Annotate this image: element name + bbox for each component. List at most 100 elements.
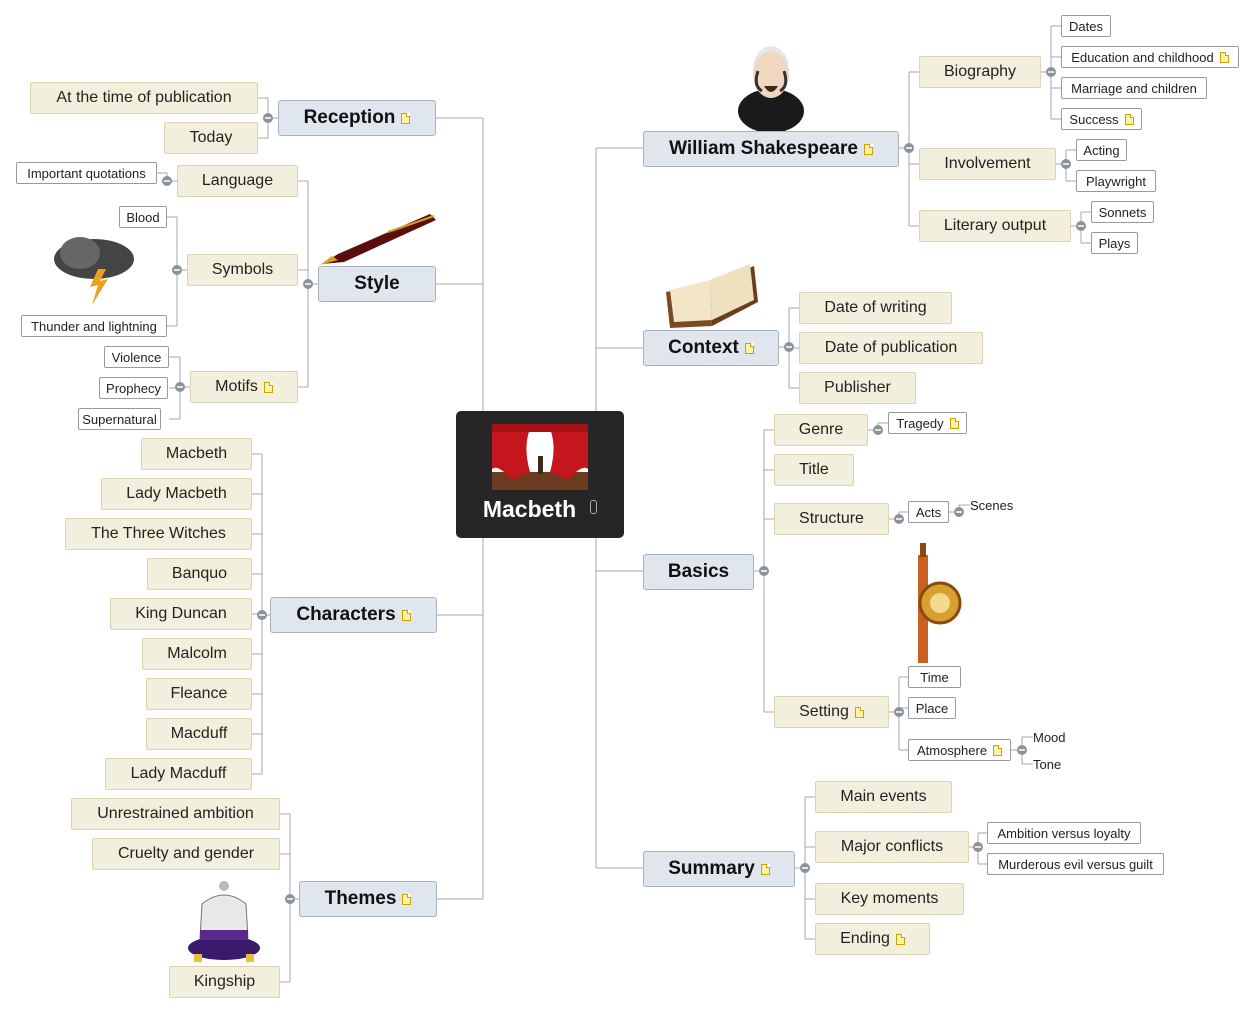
topic-blood[interactable]: Blood xyxy=(119,206,167,228)
topic-character[interactable]: Lady Macduff xyxy=(105,758,252,790)
topic-thunder-and-lightning[interactable]: Thunder and lightning xyxy=(21,315,167,337)
topic-time[interactable]: Time xyxy=(908,666,961,688)
collapse-toggle-icon[interactable] xyxy=(1017,745,1027,755)
topic-publisher[interactable]: Publisher xyxy=(799,372,916,404)
note-icon[interactable] xyxy=(744,342,754,354)
topic-ending[interactable]: Ending xyxy=(815,923,930,955)
note-icon[interactable] xyxy=(263,381,273,393)
topic-today[interactable]: Today xyxy=(164,122,258,154)
collapse-toggle-icon[interactable] xyxy=(800,863,810,873)
note-icon[interactable] xyxy=(863,143,873,155)
central-topic-macbeth[interactable]: Macbeth xyxy=(456,411,624,538)
topic-character[interactable]: Lady Macbeth xyxy=(101,478,252,510)
topic-playwright[interactable]: Playwright xyxy=(1076,170,1156,192)
note-icon[interactable] xyxy=(993,744,1003,756)
collapse-toggle-icon[interactable] xyxy=(784,342,794,352)
topic-literary-output[interactable]: Literary output xyxy=(919,210,1071,242)
theater-stage-image xyxy=(492,424,588,490)
collapse-toggle-icon[interactable] xyxy=(175,382,185,392)
note-icon[interactable] xyxy=(1124,113,1134,125)
collapse-toggle-icon[interactable] xyxy=(954,507,964,517)
topic-date-of-publication[interactable]: Date of publication xyxy=(799,332,983,364)
topic-motifs[interactable]: Motifs xyxy=(190,371,298,403)
topic-genre[interactable]: Genre xyxy=(774,414,868,446)
topic-label: Involvement xyxy=(944,155,1031,172)
collapse-toggle-icon[interactable] xyxy=(263,113,273,123)
topic-characters[interactable]: Characters xyxy=(270,597,437,633)
topic-violence[interactable]: Violence xyxy=(104,346,169,368)
topic-title[interactable]: Title xyxy=(774,454,854,486)
topic-marriage-and-children[interactable]: Marriage and children xyxy=(1061,77,1207,99)
note-icon[interactable] xyxy=(401,609,411,621)
collapse-toggle-icon[interactable] xyxy=(1076,221,1086,231)
topic-main-events[interactable]: Main events xyxy=(815,781,952,813)
topic-cruelty-and-gender[interactable]: Cruelty and gender xyxy=(92,838,280,870)
collapse-toggle-icon[interactable] xyxy=(904,143,914,153)
topic-ambition-versus-loyalty[interactable]: Ambition versus loyalty xyxy=(987,822,1141,844)
topic-important-quotations[interactable]: Important quotations xyxy=(16,162,157,184)
note-icon[interactable] xyxy=(760,863,770,875)
topic-context[interactable]: Context xyxy=(643,330,779,366)
topic-education-and-childhood[interactable]: Education and childhood xyxy=(1061,46,1239,68)
topic-symbols[interactable]: Symbols xyxy=(187,254,298,286)
topic-acting[interactable]: Acting xyxy=(1076,139,1127,161)
note-icon[interactable] xyxy=(895,933,905,945)
topic-language[interactable]: Language xyxy=(177,165,298,197)
topic-dates[interactable]: Dates xyxy=(1061,15,1111,37)
topic-key-moments[interactable]: Key moments xyxy=(815,883,964,915)
collapse-toggle-icon[interactable] xyxy=(1061,159,1071,169)
note-icon[interactable] xyxy=(401,112,411,124)
topic-scenes[interactable]: Scenes xyxy=(970,495,1020,515)
topic-supernatural[interactable]: Supernatural xyxy=(78,408,161,430)
topic-tragedy[interactable]: Tragedy xyxy=(888,412,967,434)
topic-tone[interactable]: Tone xyxy=(1033,755,1067,773)
topic-at-time-of-publication[interactable]: At the time of publication xyxy=(30,82,258,114)
topic-prophecy[interactable]: Prophecy xyxy=(99,377,168,399)
collapse-toggle-icon[interactable] xyxy=(303,279,313,289)
topic-kingship[interactable]: Kingship xyxy=(169,966,280,998)
paperclip-icon[interactable] xyxy=(590,499,598,514)
topic-mood[interactable]: Mood xyxy=(1033,728,1073,746)
topic-acts[interactable]: Acts xyxy=(908,501,949,523)
topic-character[interactable]: Malcolm xyxy=(142,638,252,670)
topic-setting[interactable]: Setting xyxy=(774,696,889,728)
collapse-toggle-icon[interactable] xyxy=(873,425,883,435)
topic-murderous-evil-versus-guilt[interactable]: Murderous evil versus guilt xyxy=(987,853,1164,875)
topic-summary[interactable]: Summary xyxy=(643,851,795,887)
topic-basics[interactable]: Basics xyxy=(643,554,754,590)
topic-character[interactable]: Banquo xyxy=(147,558,252,590)
topic-atmosphere[interactable]: Atmosphere xyxy=(908,739,1011,761)
note-icon[interactable] xyxy=(854,706,864,718)
collapse-toggle-icon[interactable] xyxy=(162,176,172,186)
topic-character[interactable]: Macbeth xyxy=(141,438,252,470)
topic-involvement[interactable]: Involvement xyxy=(919,148,1056,180)
topic-biography[interactable]: Biography xyxy=(919,56,1041,88)
collapse-toggle-icon[interactable] xyxy=(1046,67,1056,77)
collapse-toggle-icon[interactable] xyxy=(285,894,295,904)
topic-character[interactable]: The Three Witches xyxy=(65,518,252,550)
note-icon[interactable] xyxy=(402,893,412,905)
topic-plays[interactable]: Plays xyxy=(1091,232,1138,254)
topic-william-shakespeare[interactable]: William Shakespeare xyxy=(643,131,899,167)
topic-reception[interactable]: Reception xyxy=(278,100,436,136)
collapse-toggle-icon[interactable] xyxy=(172,265,182,275)
topic-style[interactable]: Style xyxy=(318,266,436,302)
topic-place[interactable]: Place xyxy=(908,697,956,719)
note-icon[interactable] xyxy=(949,417,959,429)
topic-unrestrained-ambition[interactable]: Unrestrained ambition xyxy=(71,798,280,830)
topic-structure[interactable]: Structure xyxy=(774,503,889,535)
topic-sonnets[interactable]: Sonnets xyxy=(1091,201,1154,223)
topic-success[interactable]: Success xyxy=(1061,108,1142,130)
topic-major-conflicts[interactable]: Major conflicts xyxy=(815,831,969,863)
collapse-toggle-icon[interactable] xyxy=(894,514,904,524)
topic-date-of-writing[interactable]: Date of writing xyxy=(799,292,952,324)
collapse-toggle-icon[interactable] xyxy=(894,707,904,717)
collapse-toggle-icon[interactable] xyxy=(759,566,769,576)
topic-character[interactable]: King Duncan xyxy=(110,598,252,630)
note-icon[interactable] xyxy=(1219,51,1229,63)
collapse-toggle-icon[interactable] xyxy=(257,610,267,620)
topic-character[interactable]: Fleance xyxy=(146,678,252,710)
topic-themes[interactable]: Themes xyxy=(299,881,437,917)
collapse-toggle-icon[interactable] xyxy=(973,842,983,852)
topic-character[interactable]: Macduff xyxy=(146,718,252,750)
